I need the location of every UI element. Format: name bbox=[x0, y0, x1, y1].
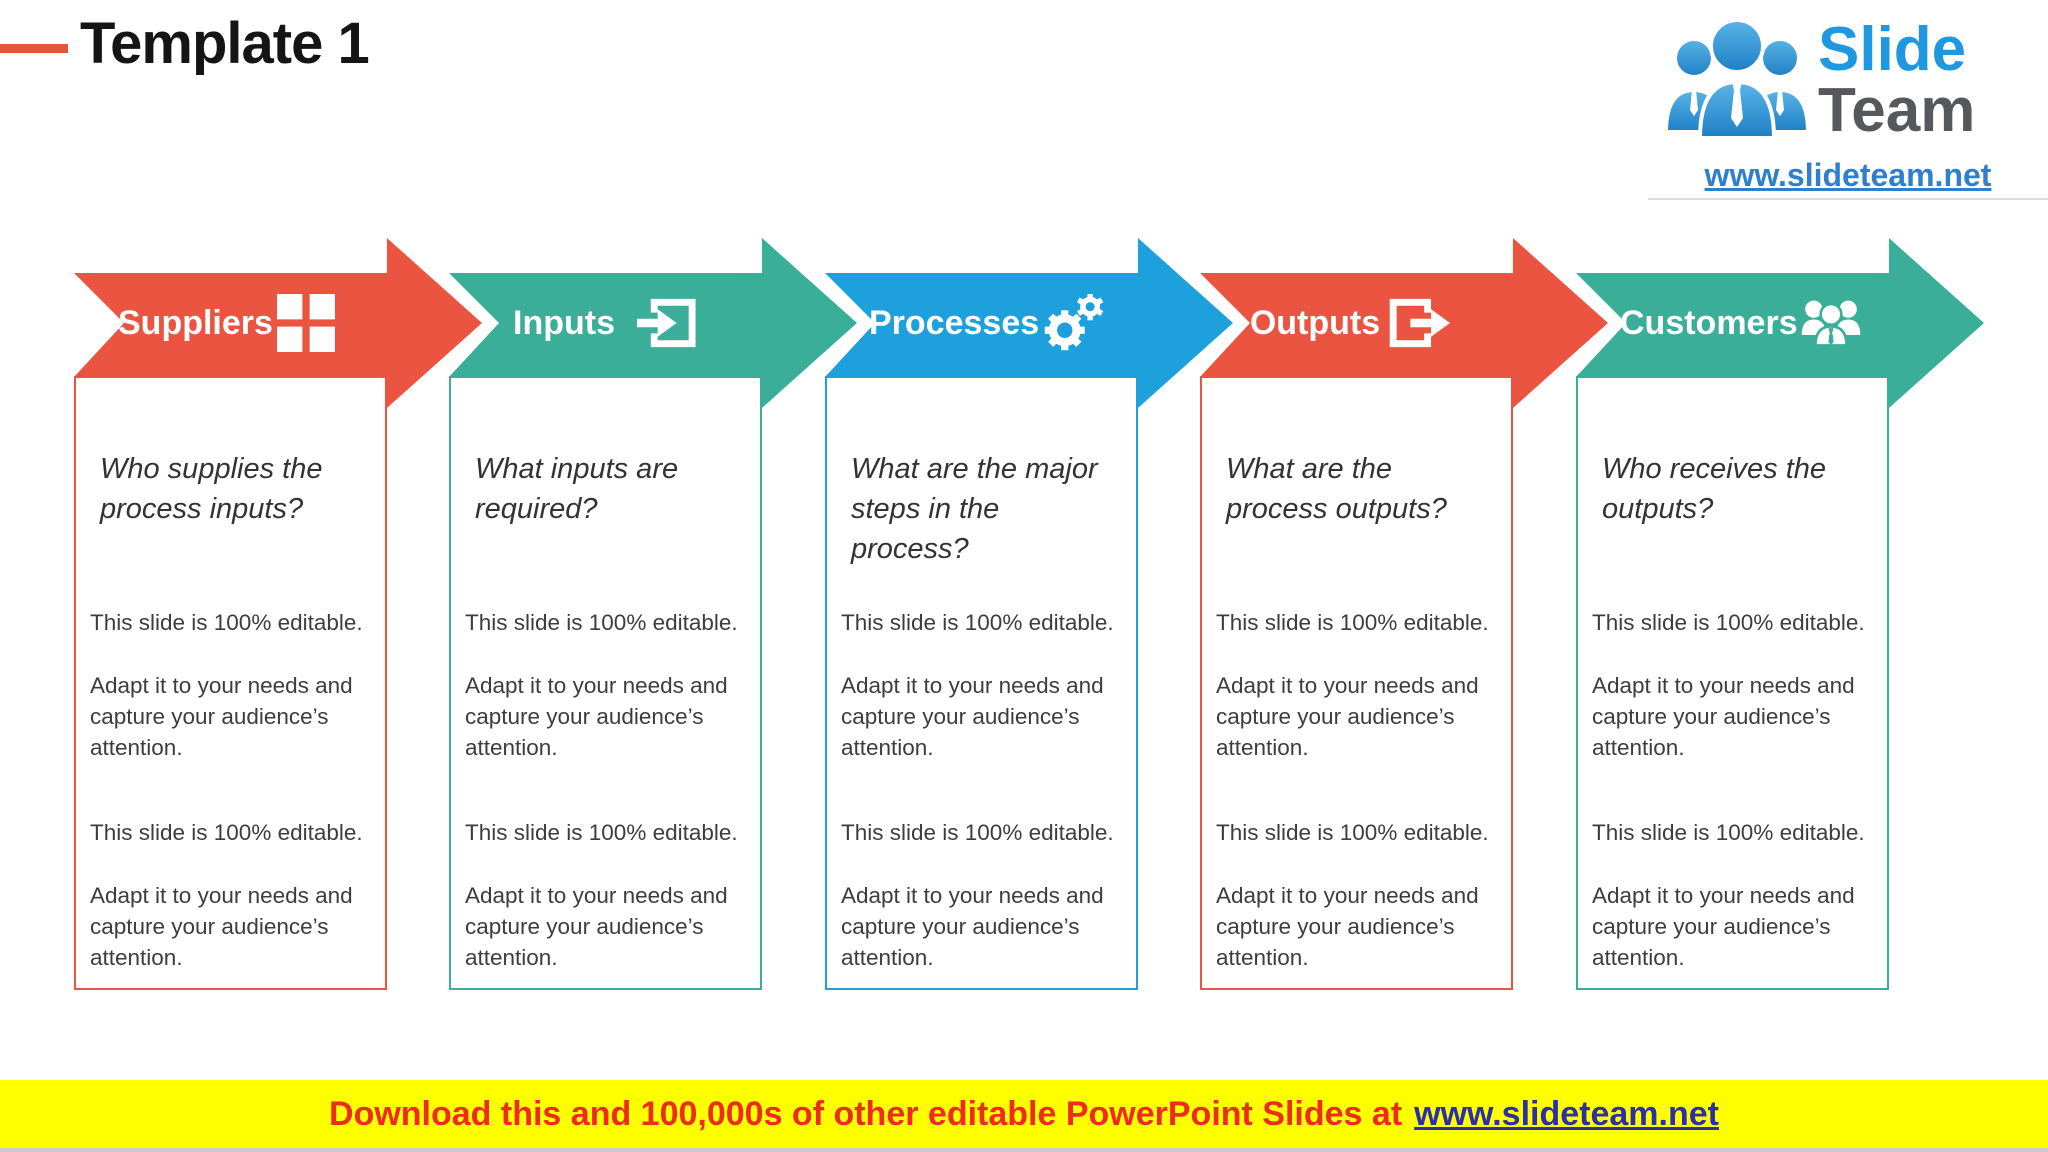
promo-text: Download this and 100,000s of other edit… bbox=[329, 1094, 1403, 1133]
editable-text: This slide is 100% editable. bbox=[465, 610, 738, 635]
title-accent-dash bbox=[0, 44, 68, 53]
adapt-text: Adapt it to your needs and capture your … bbox=[1216, 883, 1479, 970]
stage-question: What inputs are required? bbox=[475, 453, 679, 526]
adapt-text: Adapt it to your needs and capture your … bbox=[90, 673, 353, 760]
stage-label: Suppliers bbox=[118, 303, 273, 342]
editable-text: This slide is 100% editable. bbox=[90, 820, 363, 845]
stage-question: Who receives the outputs? bbox=[1602, 453, 1827, 526]
adapt-text: Adapt it to your needs and capture your … bbox=[1592, 883, 1855, 970]
adapt-text: Adapt it to your needs and capture your … bbox=[841, 673, 1104, 760]
stage-question: What are the major steps in the process? bbox=[851, 453, 1098, 566]
slideteam-logo: Slide Team www.slideteam.net bbox=[1648, 6, 2048, 200]
adapt-text: Adapt it to your needs and capture your … bbox=[1592, 673, 1855, 760]
stage-column-outputs: What are the process outputs? This slide… bbox=[1200, 238, 1608, 998]
gears-icon bbox=[1044, 294, 1104, 351]
logo-brand-slide: Slide bbox=[1818, 15, 1967, 84]
stage-label: Customers bbox=[1620, 303, 1798, 342]
adapt-text: Adapt it to your needs and capture your … bbox=[465, 673, 728, 760]
stage-card-outputs: What are the process outputs? This slide… bbox=[1200, 376, 1513, 990]
promo-link[interactable]: www.slideteam.net bbox=[1414, 1094, 1719, 1133]
editable-text: This slide is 100% editable. bbox=[1592, 820, 1865, 845]
editable-text: This slide is 100% editable. bbox=[1592, 610, 1865, 635]
stage-card-processes: What are the major steps in the process?… bbox=[825, 376, 1138, 990]
adapt-text: Adapt it to your needs and capture your … bbox=[465, 883, 728, 970]
editable-text: This slide is 100% editable. bbox=[841, 820, 1114, 845]
editable-text: This slide is 100% editable. bbox=[1216, 610, 1489, 635]
logo-url-link[interactable]: www.slideteam.net bbox=[1704, 157, 1992, 193]
stage-card-inputs: What inputs are required? This slide is … bbox=[449, 376, 762, 990]
grid-icon bbox=[276, 294, 335, 352]
stage-label: Inputs bbox=[513, 303, 615, 342]
stage-column-inputs: What inputs are required? This slide is … bbox=[449, 238, 857, 998]
stage-question: Who supplies the process inputs? bbox=[100, 453, 323, 526]
stage-question: What are the process outputs? bbox=[1226, 453, 1447, 526]
stage-card-suppliers: Who supplies the process inputs? This sl… bbox=[74, 376, 387, 990]
editable-text: This slide is 100% editable. bbox=[841, 610, 1114, 635]
editable-text: This slide is 100% editable. bbox=[1216, 820, 1489, 845]
stage-column-processes: What are the major steps in the process?… bbox=[825, 238, 1233, 998]
exit-icon bbox=[1389, 298, 1450, 348]
editable-text: This slide is 100% editable. bbox=[90, 610, 363, 635]
enter-icon bbox=[637, 298, 696, 348]
bottom-strip bbox=[0, 1148, 2048, 1152]
page-title: Template 1 bbox=[80, 11, 370, 76]
editable-text: This slide is 100% editable. bbox=[465, 820, 738, 845]
logo-brand-team: Team bbox=[1818, 75, 1976, 145]
adapt-text: Adapt it to your needs and capture your … bbox=[1216, 673, 1479, 760]
people-icon bbox=[1801, 300, 1860, 347]
stage-column-suppliers: Who supplies the process inputs? This sl… bbox=[74, 238, 482, 998]
promo-banner: Download this and 100,000s of other edit… bbox=[0, 1080, 2048, 1148]
logo-people-icon bbox=[1663, 18, 1811, 140]
stage-column-customers: Who receives the outputs? This slide is … bbox=[1576, 238, 1984, 998]
stage-card-customers: Who receives the outputs? This slide is … bbox=[1576, 376, 1889, 990]
adapt-text: Adapt it to your needs and capture your … bbox=[841, 883, 1104, 970]
stage-label: Outputs bbox=[1249, 303, 1381, 342]
adapt-text: Adapt it to your needs and capture your … bbox=[90, 883, 353, 970]
stage-label: Processes bbox=[869, 303, 1040, 342]
